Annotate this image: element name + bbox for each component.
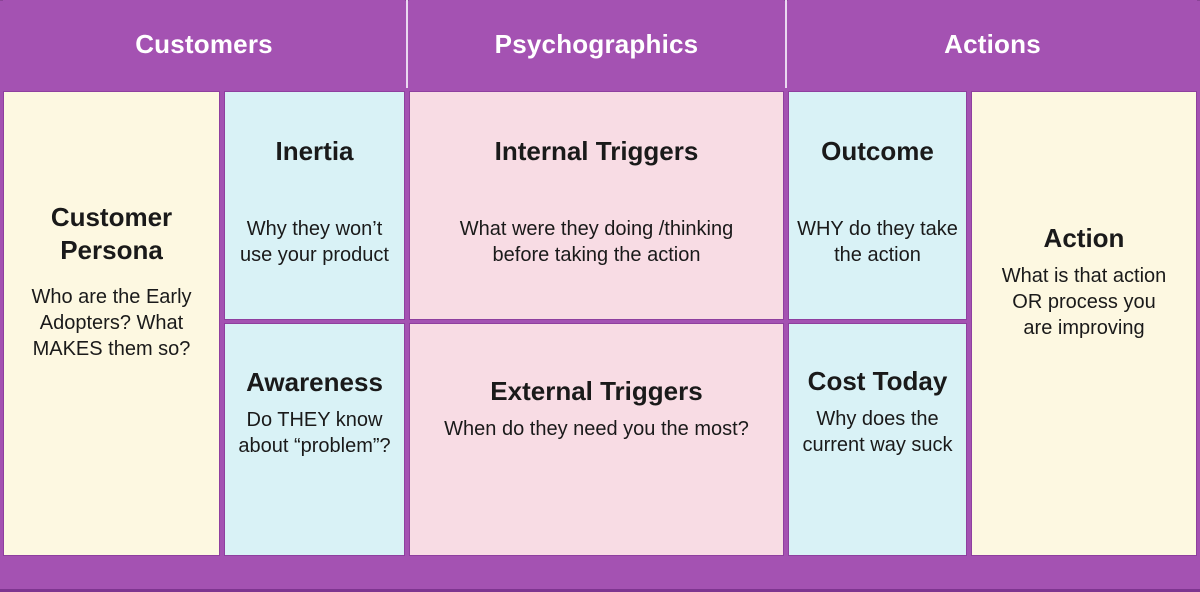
cell-action: Action What is that action OR process yo… xyxy=(971,91,1197,556)
internal-triggers-title: Internal Triggers xyxy=(494,136,699,167)
customer-persona-description: Who are the Early Adopters? What MAKES t… xyxy=(31,286,192,360)
outcome-description: WHY do they take the action xyxy=(797,217,958,266)
header-actions: Actions xyxy=(785,0,1197,88)
awareness-title: Awareness xyxy=(246,367,383,398)
header-customers: Customers xyxy=(3,0,405,88)
cell-customer-persona: Customer Persona Who are the Early Adopt… xyxy=(3,91,220,556)
cell-internal-triggers: Internal Triggers What were they doing /… xyxy=(409,91,784,320)
action-description: What is that action OR process you are i… xyxy=(1001,264,1167,339)
awareness-description: Do THEY know about “problem”? xyxy=(238,408,391,457)
cell-inertia: Inertia Why they won’t use your product xyxy=(224,91,405,320)
cell-awareness: Awareness Do THEY know about “problem”? xyxy=(224,323,405,556)
header-customers-label: Customers xyxy=(135,28,273,59)
inertia-title: Inertia xyxy=(275,136,354,167)
cell-external-triggers: External Triggers When do they need you … xyxy=(409,323,784,556)
external-triggers-title: External Triggers xyxy=(490,376,703,407)
header-psychographics: Psychographics xyxy=(406,0,784,88)
action-title: Action xyxy=(1043,223,1125,254)
cost-today-title: Cost Today xyxy=(807,366,948,397)
internal-triggers-description: What were they doing /thinking before ta… xyxy=(459,217,734,266)
header-psychographics-label: Psychographics xyxy=(494,28,699,59)
external-triggers-description: When do they need you the most? xyxy=(444,417,749,440)
customer-persona-title: Customer Persona xyxy=(50,202,173,265)
cell-outcome: Outcome WHY do they take the action xyxy=(788,91,967,320)
inertia-description: Why they won’t use your product xyxy=(240,217,389,266)
header-actions-label: Actions xyxy=(944,28,1041,59)
cost-today-description: Why does the current way suck xyxy=(802,407,953,456)
cell-cost-today: Cost Today Why does the current way suck xyxy=(788,323,967,556)
outcome-title: Outcome xyxy=(821,136,934,167)
